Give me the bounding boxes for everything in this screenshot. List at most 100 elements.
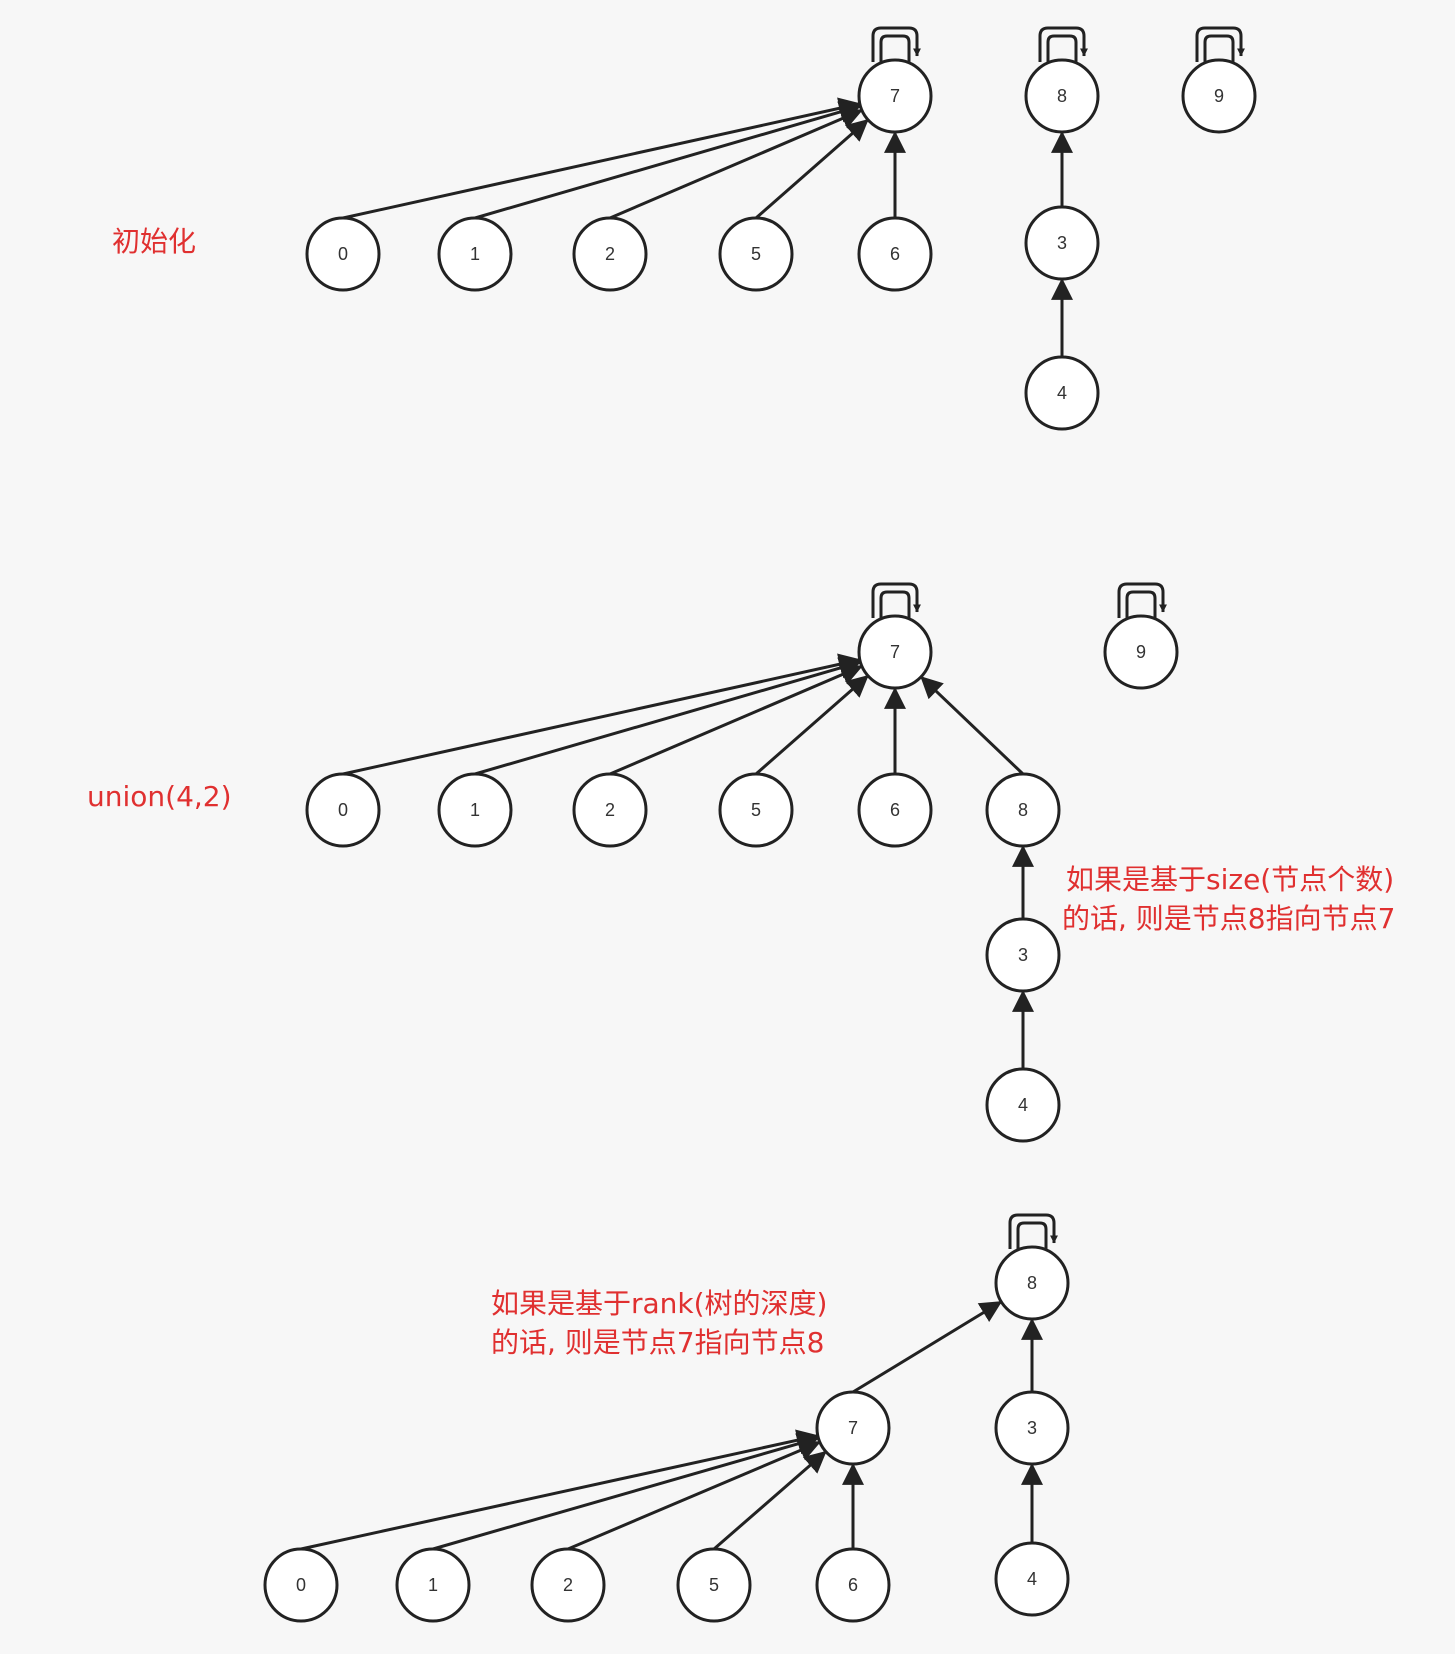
node-circle (857, 614, 933, 690)
node-circle (985, 1067, 1061, 1143)
node-circle (572, 216, 648, 292)
edge-7-to-8 (852, 1300, 1003, 1394)
node-5: 5 (718, 772, 794, 848)
node-label: 5 (751, 800, 761, 820)
node-label: 8 (1018, 800, 1028, 820)
node-circle (985, 917, 1061, 993)
self-loop-7 (871, 582, 921, 618)
node-6: 6 (815, 1547, 891, 1623)
node-circle (437, 216, 513, 292)
node-1: 1 (437, 772, 513, 848)
node-3: 3 (994, 1390, 1070, 1466)
node-circle (437, 772, 513, 848)
self-loop-7 (871, 26, 921, 62)
node-label: 3 (1018, 945, 1028, 965)
node-5: 5 (676, 1547, 752, 1623)
edges-layer (300, 26, 1245, 1551)
node-4: 4 (994, 1541, 1070, 1617)
node-label: 9 (1214, 86, 1224, 106)
node-2: 2 (530, 1547, 606, 1623)
node-label: 1 (428, 1575, 438, 1595)
node-label: 1 (470, 800, 480, 820)
node-8: 8 (994, 1245, 1070, 1321)
edge-1-to-7 (474, 101, 862, 220)
node-label: 4 (1018, 1095, 1028, 1115)
node-label: 8 (1057, 86, 1067, 106)
edge-2-to-7 (567, 1440, 821, 1551)
node-6: 6 (857, 216, 933, 292)
node-circle (1024, 58, 1100, 134)
node-label: 0 (296, 1575, 306, 1595)
node-circle (718, 772, 794, 848)
node-2: 2 (572, 772, 648, 848)
panel-3-note-line-2: 的话, 则是节点7指向节点8 (491, 1326, 824, 1359)
node-circle (994, 1390, 1070, 1466)
node-circle (1103, 614, 1179, 690)
node-7: 7 (857, 58, 933, 134)
node-8: 8 (985, 772, 1061, 848)
self-loop-inner-8 (1016, 1221, 1048, 1251)
panel-1-title: 初始化 (112, 225, 196, 258)
node-circle (985, 772, 1061, 848)
node-circle (1181, 58, 1257, 134)
node-label: 1 (470, 244, 480, 264)
self-loop-inner-7 (879, 590, 911, 620)
node-label: 6 (890, 800, 900, 820)
node-circle (994, 1541, 1070, 1617)
node-label: 4 (1027, 1569, 1037, 1589)
node-8: 8 (1024, 58, 1100, 134)
self-loop-inner-8 (1046, 34, 1078, 64)
node-circle (395, 1547, 471, 1623)
node-label: 2 (605, 800, 615, 820)
self-loop-9 (1195, 26, 1245, 62)
edge-5-to-7 (755, 674, 869, 776)
node-label: 2 (563, 1575, 573, 1595)
node-9: 9 (1181, 58, 1257, 134)
self-loop-8 (1008, 1213, 1058, 1249)
edge-0-to-7 (300, 1429, 819, 1551)
panel-2-note-line-2: 的话, 则是节点8指向节点7 (1062, 902, 1395, 935)
edge-1-to-7 (474, 657, 862, 776)
node-3: 3 (1024, 205, 1100, 281)
edge-5-to-7 (755, 118, 869, 220)
node-0: 0 (305, 772, 381, 848)
node-circle (815, 1390, 891, 1466)
node-0: 0 (305, 216, 381, 292)
node-label: 7 (848, 1418, 858, 1438)
edge-0-to-7 (342, 653, 861, 776)
node-circle (857, 58, 933, 134)
node-circle (572, 772, 648, 848)
node-circle (305, 216, 381, 292)
edge-1-to-7 (432, 1433, 820, 1551)
node-circle (718, 216, 794, 292)
node-2: 2 (572, 216, 648, 292)
node-label: 4 (1057, 383, 1067, 403)
node-label: 3 (1027, 1418, 1037, 1438)
node-circle (530, 1547, 606, 1623)
node-circle (676, 1547, 752, 1623)
node-label: 7 (890, 86, 900, 106)
node-label: 9 (1136, 642, 1146, 662)
node-label: 3 (1057, 233, 1067, 253)
node-label: 2 (605, 244, 615, 264)
edge-5-to-7 (713, 1450, 827, 1551)
edge-8-to-7 (920, 675, 1025, 776)
node-label: 7 (890, 642, 900, 662)
self-loop-inner-9 (1125, 590, 1157, 620)
node-circle (1024, 205, 1100, 281)
self-loop-inner-9 (1203, 34, 1235, 64)
node-5: 5 (718, 216, 794, 292)
node-label: 8 (1027, 1273, 1037, 1293)
self-loop-8 (1038, 26, 1088, 62)
node-9: 9 (1103, 614, 1179, 690)
node-circle (1024, 355, 1100, 431)
node-label: 6 (848, 1575, 858, 1595)
node-1: 1 (437, 216, 513, 292)
node-7: 7 (857, 614, 933, 690)
edge-2-to-7 (609, 108, 863, 220)
self-loop-inner-7 (879, 34, 911, 64)
panel-3-note-line-1: 如果是基于rank(树的深度) (491, 1287, 827, 1320)
node-1: 1 (395, 1547, 471, 1623)
self-loop-9 (1117, 582, 1167, 618)
